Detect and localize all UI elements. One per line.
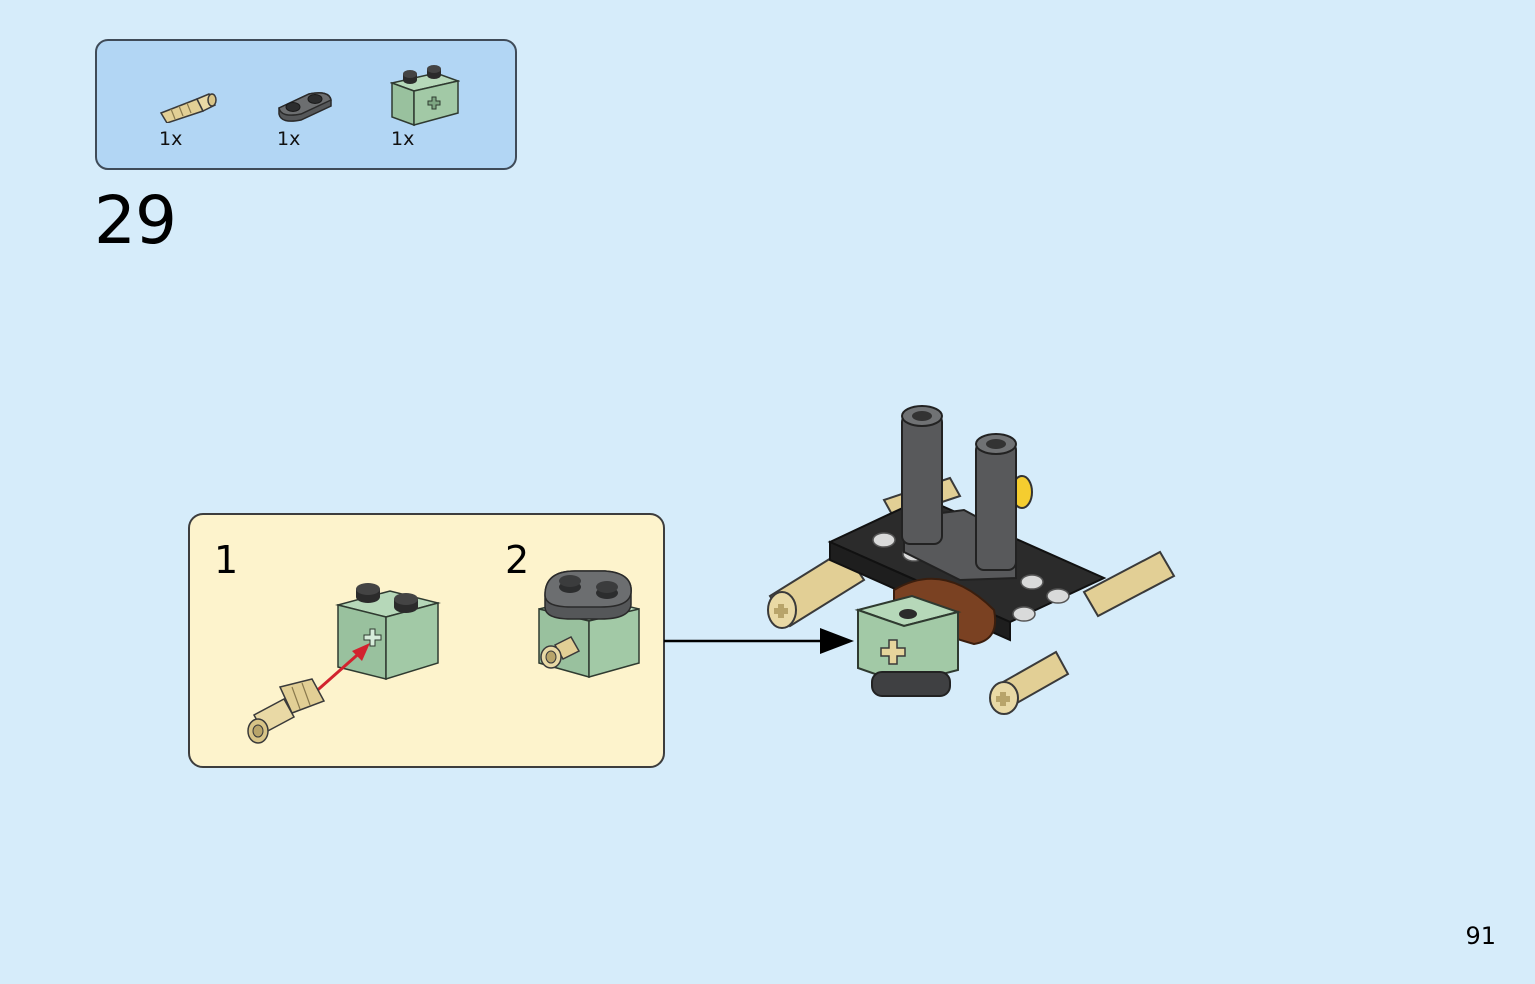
step-number: 29	[94, 182, 177, 259]
part-count-1: 1x	[159, 128, 183, 150]
sub-step-label-2: 2	[505, 538, 530, 582]
sub-step-2-illustration	[535, 565, 645, 685]
sand-green-brick-icon	[390, 65, 460, 127]
dark-gray-plate-icon	[275, 86, 337, 126]
connector-arrow	[664, 624, 864, 658]
page-number: 91	[1465, 922, 1496, 950]
part-count-3: 1x	[391, 128, 415, 150]
sub-step-1-illustration	[240, 575, 450, 755]
main-model-illustration	[764, 400, 1184, 720]
tan-axle-pin-icon	[157, 87, 219, 123]
part-count-2: 1x	[277, 128, 301, 150]
sub-assembly-box: 1 2	[188, 513, 665, 768]
sub-step-label-1: 1	[214, 538, 239, 582]
parts-list-box: 1x 1x 1x	[95, 39, 517, 170]
